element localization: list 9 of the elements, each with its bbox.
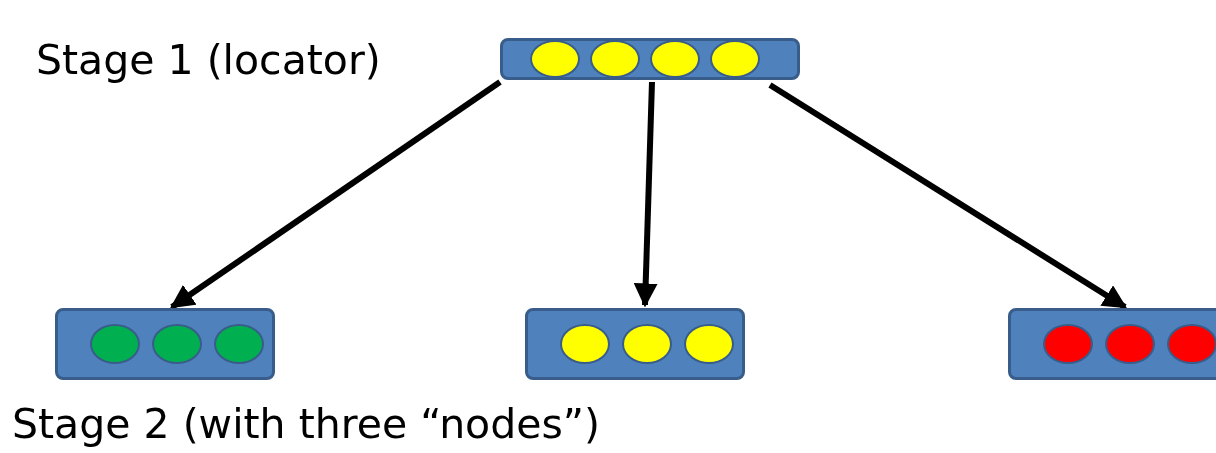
arrow [170, 79, 502, 310]
stage-label: Stage 1 (locator) [36, 37, 381, 85]
arrow [768, 82, 1128, 310]
stage-label: Stage 2 (with three “nodes”) [12, 401, 601, 449]
arrow [633, 81, 658, 308]
indicator-panel [1008, 308, 1216, 380]
indicator-panel [525, 308, 745, 380]
indicator-panel [500, 38, 800, 80]
indicator-panel [55, 308, 275, 380]
